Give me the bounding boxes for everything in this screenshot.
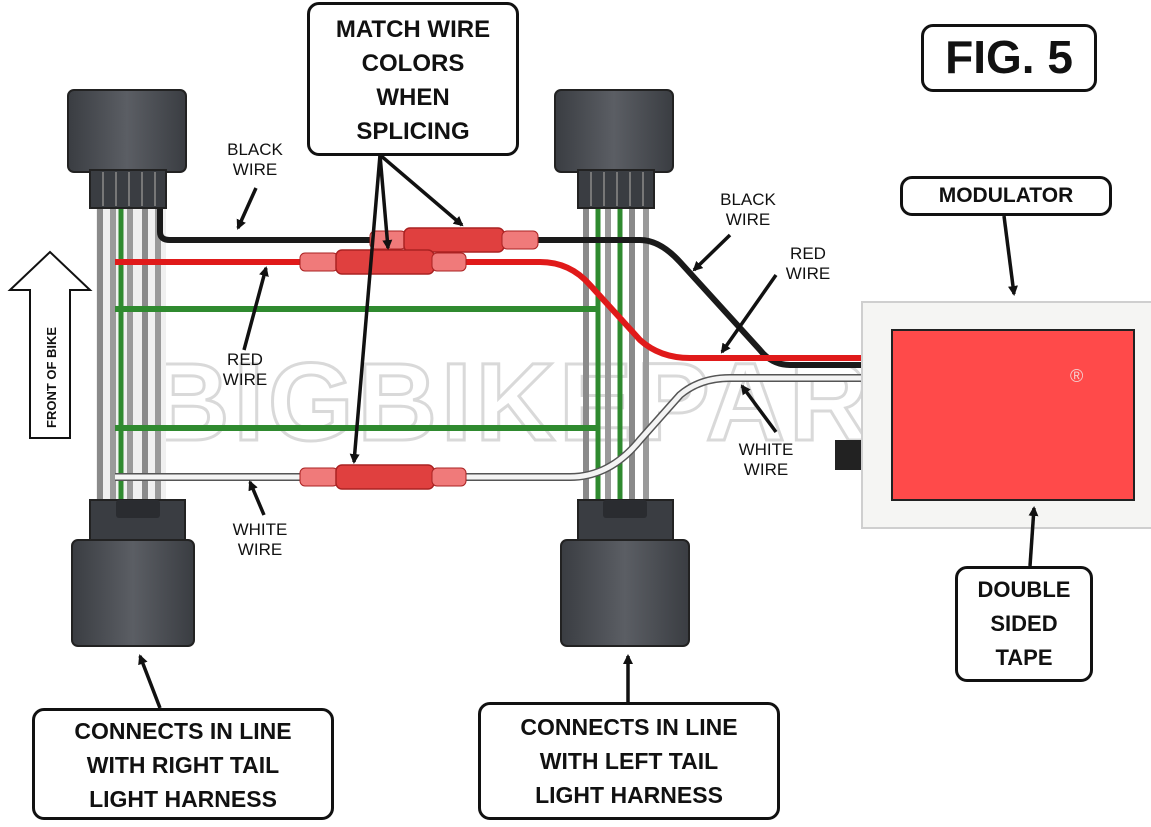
arrow-white-wire-right	[740, 384, 778, 434]
red-wire	[115, 259, 870, 361]
match-wire-colors-callout: MATCH WIRE COLORS WHEN SPLICING	[307, 2, 519, 156]
arrow-black-wire-left	[236, 187, 258, 230]
arrow-match-to-red-splice	[378, 154, 393, 250]
arrow-red-wire-left	[242, 266, 269, 351]
connector-bottom-left	[71, 499, 195, 647]
connector-top-left	[67, 89, 187, 209]
arrow-match-to-white-splice	[349, 154, 382, 464]
pointer-arrows	[138, 153, 1039, 709]
registered-mark: ®	[1070, 366, 1083, 386]
arrow-match-to-black-splice	[378, 153, 464, 227]
connector-bottom-middle	[560, 499, 690, 647]
arrow-double-sided-tape	[1028, 506, 1039, 567]
modulator-callout: MODULATOR	[900, 176, 1112, 216]
arrow-black-wire-right	[692, 233, 732, 272]
connector-top-middle	[554, 89, 674, 209]
double-sided-tape-callout: DOUBLE SIDED TAPE	[955, 566, 1093, 682]
black-wire	[157, 205, 870, 368]
middle-harness-bundle	[583, 200, 649, 505]
arrow-red-wire-right	[720, 273, 778, 354]
front-of-bike-label: FRONT OF BIKE	[44, 327, 59, 428]
left-harness-bundle	[96, 200, 166, 505]
fig-5-label: FIG. 5	[921, 24, 1097, 92]
splice-black	[369, 227, 539, 253]
modulator-device: ®	[835, 301, 1151, 529]
left-tail-callout: CONNECTS IN LINE WITH LEFT TAIL LIGHT HA…	[478, 702, 780, 820]
splice-white	[299, 464, 467, 490]
arrow-modulator	[1002, 215, 1018, 296]
arrow-right-tail	[138, 654, 162, 709]
arrow-white-wire-left	[248, 480, 266, 516]
right-tail-callout: CONNECTS IN LINE WITH RIGHT TAIL LIGHT H…	[32, 708, 334, 820]
front-of-bike-arrow: FRONT OF BIKE	[7, 250, 93, 439]
splice-red	[299, 249, 467, 275]
